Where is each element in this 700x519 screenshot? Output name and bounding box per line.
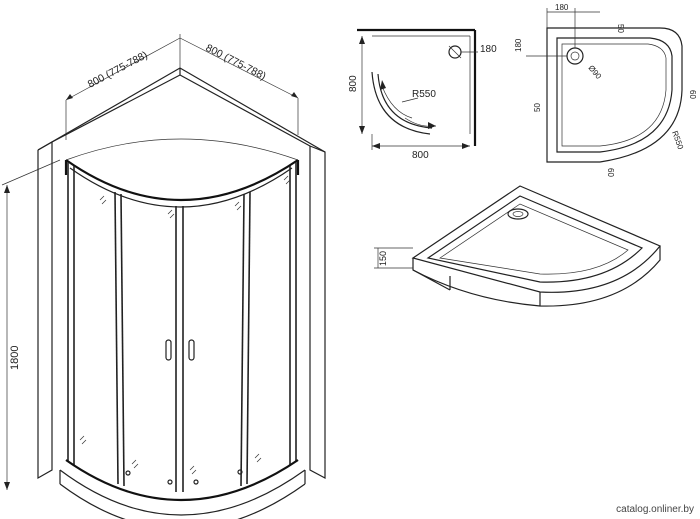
width-dimension-lines bbox=[65, 34, 299, 140]
tray-top-view: 180 180 50 Ø90 50 60 R550 60 bbox=[514, 3, 697, 177]
tray-height-label: 150 bbox=[378, 251, 388, 266]
plan-side-label: 800 bbox=[348, 75, 359, 92]
plan-radius-label: R550 bbox=[412, 89, 436, 100]
plan-drain-label: 180 bbox=[480, 44, 497, 55]
tray-isometric: 150 bbox=[374, 185, 661, 307]
plan-bottom-label: 800 bbox=[412, 150, 429, 161]
base-tray bbox=[59, 459, 306, 519]
width-label-right: 800 (775-788) bbox=[204, 42, 268, 83]
walls bbox=[37, 67, 326, 480]
tray-right-60-label: 60 bbox=[688, 90, 697, 99]
door-handles bbox=[165, 339, 195, 361]
tray-top-small-label: 50 bbox=[616, 24, 625, 33]
height-dimension-line bbox=[1, 159, 61, 490]
top-frame bbox=[64, 138, 300, 208]
shower-cabin-isometric: 800 (775-788) 800 (775-788) 1800 bbox=[1, 34, 326, 519]
tray-bottom-60-label: 60 bbox=[606, 168, 615, 177]
glass-panels bbox=[67, 162, 297, 492]
tray-left-offset-label: 180 bbox=[514, 38, 523, 52]
tray-radius-label: R550 bbox=[670, 130, 685, 152]
tray-top-offset-label: 180 bbox=[555, 3, 569, 12]
plan-view: 180 R550 800 800 bbox=[348, 28, 497, 161]
height-label: 1800 bbox=[9, 346, 21, 370]
tray-drain-dia-label: Ø90 bbox=[586, 64, 603, 82]
tray-side-50-label: 50 bbox=[533, 103, 542, 112]
watermark: catalog.onliner.by bbox=[616, 504, 694, 515]
width-label-left: 800 (775-788) bbox=[86, 49, 150, 91]
